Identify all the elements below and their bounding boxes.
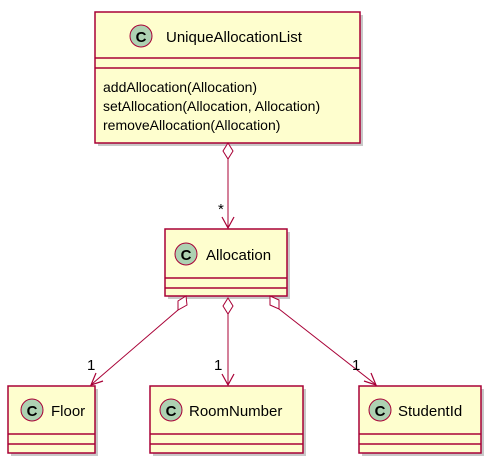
class-name: Floor: [51, 403, 85, 420]
relation-list-to-allocation: *: [218, 142, 235, 230]
class-stereotype-icon: [368, 398, 392, 422]
class-student-id[interactable]: C StudentId: [358, 385, 484, 456]
class-stereotype-letter: C: [181, 247, 192, 264]
class-name: Allocation: [206, 247, 271, 264]
multiplicity-label: 1: [352, 357, 360, 374]
class-stereotype-letter: C: [166, 403, 177, 420]
multiplicity-label: 1: [214, 357, 222, 374]
relation-line: [91, 309, 179, 385]
multiplicity-label: 1: [87, 357, 95, 374]
class-stereotype-letter: C: [27, 403, 38, 420]
class-floor[interactable]: C Floor: [7, 385, 98, 456]
aggregation-diamond-icon: [222, 297, 234, 315]
class-allocation[interactable]: C Allocation: [164, 228, 290, 299]
arrow-head-icon: [221, 216, 235, 230]
class-room-number[interactable]: C RoomNumber: [149, 385, 306, 456]
class-stereotype-icon: [159, 398, 183, 422]
class-box: [7, 385, 96, 454]
relation-allocation-to-floor: 1: [87, 295, 188, 386]
class-stereotype-letter: C: [375, 403, 386, 420]
relation-allocation-to-studentid: 1: [269, 295, 378, 386]
arrow-head-icon: [221, 373, 235, 387]
relation-line: [278, 308, 376, 385]
class-name: RoomNumber: [189, 403, 282, 420]
class-stereotype-letter: C: [136, 29, 147, 46]
class-unique-allocation-list[interactable]: C UniqueAllocationList addAllocation(All…: [94, 11, 363, 146]
class-name: StudentId: [398, 403, 462, 420]
class-name: UniqueAllocationList: [166, 29, 303, 46]
relation-allocation-to-roomnumber: 1: [214, 297, 235, 387]
arrow-head-icon: [89, 372, 104, 386]
class-stereotype-icon: [20, 398, 44, 422]
arrow-head-icon: [363, 372, 378, 386]
method-item: addAllocation(Allocation): [103, 79, 257, 95]
method-item: removeAllocation(Allocation): [103, 117, 280, 133]
class-stereotype-icon: [129, 24, 153, 48]
multiplicity-label: *: [218, 201, 224, 218]
class-stereotype-icon: [174, 242, 198, 266]
method-item: setAllocation(Allocation, Allocation): [103, 98, 320, 114]
